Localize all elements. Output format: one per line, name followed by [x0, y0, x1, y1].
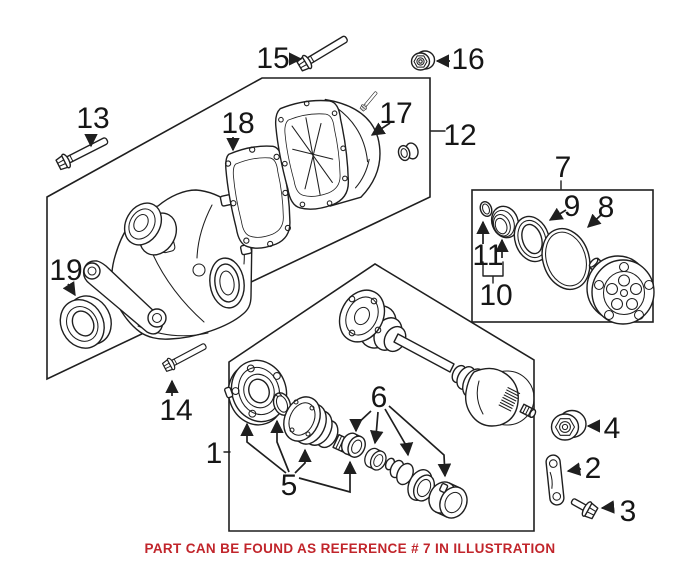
cover-bolt-drawing	[359, 89, 380, 113]
callout-arrow-6a	[349, 410, 372, 433]
callout-label-4: 4	[604, 412, 621, 445]
shaft-seal-9-drawing	[513, 215, 551, 263]
drive-flange-drawing	[224, 359, 288, 426]
seal-kit-group	[479, 201, 655, 325]
callout-arrow-8	[587, 213, 602, 228]
callout-label-18: 18	[221, 107, 254, 140]
rear-cover-drawing	[274, 98, 381, 210]
callout-arrow-5a	[240, 422, 287, 474]
inner-joint-flange	[338, 289, 386, 343]
side-output-opening	[209, 257, 245, 309]
arm-bushing-eye	[83, 262, 101, 280]
callout-label-5: 5	[281, 469, 298, 502]
callout-label-19: 19	[49, 254, 82, 287]
spacer-ring-b-drawing	[364, 447, 387, 471]
mounting-arm	[82, 260, 167, 335]
inner-joint-holes	[348, 295, 382, 337]
callout-label-3: 3	[620, 495, 637, 528]
callout-label-13: 13	[76, 102, 109, 135]
drain-plug-drawing	[397, 142, 419, 162]
cover-bolt-bosses	[278, 100, 348, 208]
reference-box-12	[46, 77, 431, 381]
outer-joint-housing	[464, 367, 519, 427]
bolt-3-drawing	[570, 498, 599, 520]
axle-shaft-bar	[393, 333, 455, 373]
output-flange-drawing	[586, 255, 655, 325]
callout-label-16: 16	[451, 43, 484, 76]
callout-leaders	[62, 52, 615, 514]
retainer-bracket-2-drawing	[545, 454, 565, 506]
callout-label-12: 12	[443, 119, 476, 152]
reference-box-7	[471, 189, 654, 323]
flange-scallops	[605, 274, 643, 311]
callout-label-9: 9	[564, 190, 581, 223]
callout-arrow-9	[548, 207, 567, 221]
callout-bracket-10	[482, 261, 504, 284]
callout-label-15: 15	[256, 42, 289, 75]
rear-cover-gasket-drawing	[224, 145, 292, 249]
callout-label-8: 8	[598, 191, 615, 224]
flange-bolt-holes	[593, 261, 655, 321]
callout-label-1: 1	[206, 437, 223, 470]
callout-labels: 1 2 3 4 5 6 7 8 9 10 11 12 13 14 15 16 1…	[49, 42, 636, 528]
output-shaft-seal-drawing	[59, 295, 112, 349]
pinion-snout	[123, 202, 178, 256]
spacer-ring-a-drawing	[340, 432, 366, 458]
callout-arrow-6b	[369, 411, 384, 445]
callout-arrow-17	[370, 122, 391, 136]
callout-arrow-2	[566, 462, 582, 476]
callout-arrow-5c	[294, 448, 312, 474]
callout-arrow-6c	[384, 408, 414, 457]
callout-label-2: 2	[585, 452, 602, 485]
nut-16-drawing	[410, 50, 436, 71]
callout-label-10: 10	[479, 279, 512, 312]
callout-label-14: 14	[159, 394, 192, 427]
cover-ribs	[291, 117, 334, 196]
callout-arrow-5b	[270, 419, 290, 473]
callout-label-11: 11	[472, 239, 503, 272]
reference-boxes	[46, 77, 654, 532]
reference-box-1	[228, 263, 535, 532]
splined-stub	[498, 387, 537, 419]
callout-label-17: 17	[379, 97, 412, 130]
reference-note: PART CAN BE FOUND AS REFERENCE # 7 IN IL…	[144, 541, 555, 556]
callout-label-7: 7	[555, 151, 572, 184]
corrugated-seal-drawing	[490, 205, 520, 239]
callout-arrow-19	[62, 281, 76, 297]
lower-bushing-eye	[147, 308, 167, 328]
callout-label-6: 6	[371, 381, 388, 414]
bolt-15-drawing	[295, 31, 351, 74]
dust-cap-drawing	[428, 481, 468, 519]
callout-arrow-3	[600, 500, 615, 514]
inner-cv-joint-drawing	[283, 396, 351, 454]
o-ring-8-drawing	[541, 227, 591, 291]
callout-arrow-5d	[298, 460, 357, 494]
o-ring-small-drawing	[479, 201, 493, 217]
bolt-14-drawing	[161, 339, 210, 374]
callout-arrow-6d	[388, 405, 452, 478]
axle-shaft-group	[224, 289, 537, 519]
lock-nut-4-drawing	[550, 409, 587, 441]
